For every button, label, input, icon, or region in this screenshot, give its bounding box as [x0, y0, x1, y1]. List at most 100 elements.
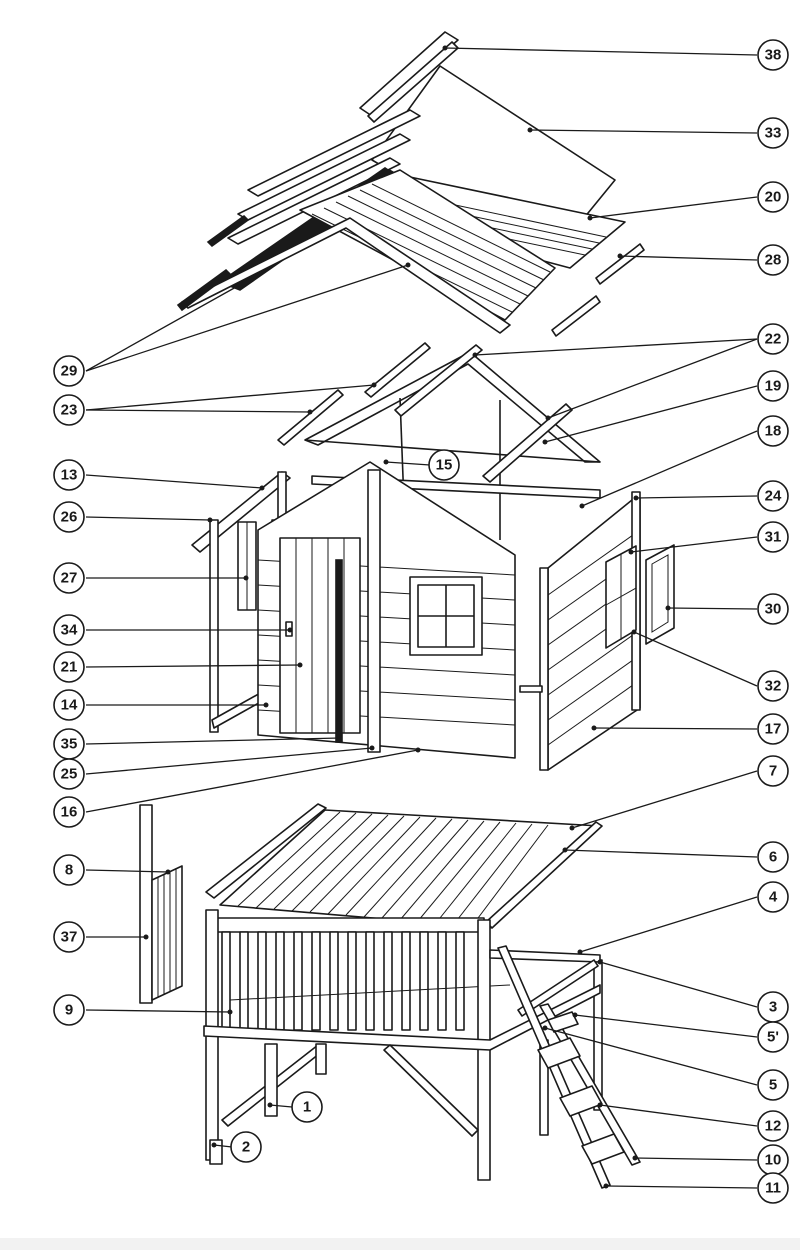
callout-5: 5 [757, 1069, 789, 1101]
callout-24: 24 [757, 480, 789, 512]
post-37 [139, 804, 153, 1004]
callout-12: 12 [757, 1110, 789, 1142]
side-railing-8 [151, 865, 183, 1001]
callout-28: 28 [757, 244, 789, 276]
svg-text:26: 26 [61, 509, 78, 526]
callout-16: 16 [53, 796, 85, 828]
edge-board-7 [205, 803, 327, 899]
svg-text:31: 31 [765, 529, 782, 546]
callout-2: 2 [230, 1131, 262, 1163]
svg-text:37: 37 [61, 929, 78, 946]
callout-33: 33 [757, 117, 789, 149]
svg-text:6: 6 [769, 849, 777, 866]
callout-35: 35 [53, 728, 85, 760]
rafter-stick-23a [364, 342, 431, 398]
svg-text:32: 32 [765, 678, 782, 695]
callout-19: 19 [757, 370, 789, 402]
svg-text:2: 2 [242, 1139, 250, 1156]
callout-6: 6 [757, 841, 789, 873]
callout-37: 37 [53, 921, 85, 953]
callout-18: 18 [757, 415, 789, 447]
callout-8: 8 [53, 854, 85, 886]
svg-text:30: 30 [765, 601, 782, 618]
svg-text:27: 27 [61, 570, 78, 587]
svg-text:12: 12 [765, 1118, 782, 1135]
svg-text:21: 21 [61, 659, 78, 676]
svg-text:4: 4 [769, 889, 778, 906]
svg-text:19: 19 [765, 378, 782, 395]
callouts: 38 33 20 28 29 22 23 19 18 15 13 24 26 3… [53, 39, 789, 1204]
svg-text:25: 25 [61, 766, 78, 783]
callout-34: 34 [53, 614, 85, 646]
callout-38: 38 [757, 39, 789, 71]
bottom-strip [0, 1238, 800, 1250]
callout-1: 1 [291, 1091, 323, 1123]
svg-text:7: 7 [769, 763, 777, 780]
trim-strip-28b [551, 295, 601, 337]
svg-text:24: 24 [765, 488, 782, 505]
gable-truss [277, 342, 601, 540]
callout-14: 14 [53, 689, 85, 721]
svg-text:15: 15 [436, 457, 453, 474]
house-walls [191, 461, 675, 771]
svg-text:14: 14 [61, 697, 78, 714]
front-top-rail [211, 917, 485, 933]
callout-13: 13 [53, 459, 85, 491]
svg-text:34: 34 [61, 622, 78, 639]
callout-32: 32 [757, 670, 789, 702]
svg-text:11: 11 [765, 1180, 781, 1197]
svg-text:5': 5' [767, 1029, 779, 1046]
callout-23: 23 [53, 394, 85, 426]
callout-15: 15 [428, 449, 460, 481]
svg-text:29: 29 [61, 363, 78, 380]
leader-lines [85, 45, 758, 1189]
svg-text:17: 17 [765, 721, 782, 738]
svg-text:23: 23 [61, 402, 78, 419]
roof-assembly [176, 31, 645, 337]
callout-20: 20 [757, 181, 789, 213]
callout-9: 9 [53, 994, 85, 1026]
callout-27: 27 [53, 562, 85, 594]
leg-1 [264, 1043, 278, 1117]
svg-text:13: 13 [61, 467, 78, 484]
callout-3: 3 [757, 991, 789, 1023]
window-sash-30 [645, 544, 675, 645]
platform-assembly [139, 803, 641, 1189]
svg-text:1: 1 [303, 1099, 311, 1116]
svg-text:20: 20 [765, 189, 782, 206]
svg-text:5: 5 [769, 1077, 777, 1094]
callout-17: 17 [757, 713, 789, 745]
trim-strip-28a [595, 243, 645, 285]
svg-text:8: 8 [65, 862, 73, 879]
svg-text:9: 9 [65, 1002, 73, 1019]
svg-text:33: 33 [765, 125, 782, 142]
callout-4: 4 [757, 881, 789, 913]
svg-text:10: 10 [765, 1152, 782, 1169]
rafter-stick-22a [394, 344, 483, 417]
callout-10: 10 [757, 1144, 789, 1176]
callout-21: 21 [53, 651, 85, 683]
corner-post-25 [367, 469, 381, 753]
callout-5-prime: 5' [757, 1021, 789, 1053]
deck-rim [203, 984, 601, 1051]
door-21 [279, 537, 361, 734]
ladder-step-12 [537, 1037, 581, 1069]
callout-30: 30 [757, 593, 789, 625]
callout-7: 7 [757, 755, 789, 787]
svg-text:18: 18 [765, 423, 782, 440]
callout-11: 11 [757, 1172, 789, 1204]
svg-text:38: 38 [765, 47, 782, 64]
rafter-stick-22b [482, 403, 573, 483]
svg-text:28: 28 [765, 252, 782, 269]
svg-text:16: 16 [61, 804, 78, 821]
callout-22: 22 [757, 323, 789, 355]
fascia-board-29a [181, 217, 511, 334]
ridge-cap-38 [359, 31, 459, 117]
callout-31: 31 [757, 521, 789, 553]
svg-text:3: 3 [769, 999, 777, 1016]
svg-text:22: 22 [765, 331, 782, 348]
callout-25: 25 [53, 758, 85, 790]
svg-text:35: 35 [61, 736, 78, 753]
rafter-stick-23b [277, 389, 344, 446]
